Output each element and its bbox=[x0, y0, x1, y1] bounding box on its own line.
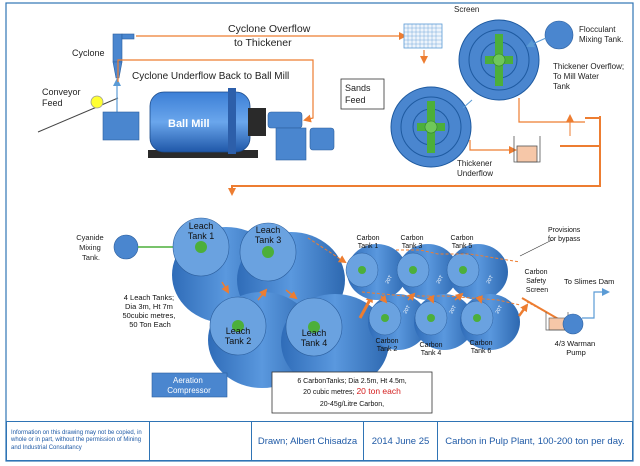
svg-text:20T: 20T bbox=[403, 305, 413, 315]
svg-text:20T: 20T bbox=[486, 275, 496, 285]
svg-text:CarbonTank 3: CarbonTank 3 bbox=[401, 235, 424, 250]
flocculant-mixing-tank bbox=[544, 20, 574, 50]
carbon-spec-line-3: 20-45g/Litre Carbon, bbox=[320, 401, 384, 408]
cyanide-mixing-tank bbox=[113, 234, 139, 260]
carbon-spec-line-2: 20 cubic metres; 20 ton each bbox=[303, 386, 401, 396]
svg-text:20T: 20T bbox=[449, 305, 459, 315]
pump-discharge-pipe bbox=[582, 288, 610, 319]
screen-grid bbox=[403, 23, 443, 49]
svg-text:20T: 20T bbox=[495, 305, 505, 315]
drawing-frame bbox=[5, 2, 634, 462]
carbon-bypass-line bbox=[396, 249, 521, 263]
screen-label: Screen bbox=[454, 5, 479, 14]
leach-to-carbon-pipe bbox=[358, 294, 374, 319]
carbon-safety-screen bbox=[521, 297, 561, 321]
sands-feed-label-box bbox=[340, 78, 385, 110]
cyanide-tank-label: Cyanide Mixing Tank. bbox=[76, 233, 106, 262]
carbon-spec-line-1: 6 CarbonTanks; Dia 2.5m, Ht 4.5m, bbox=[297, 378, 406, 385]
thickener-overflow-label: Thickener Overflow; To Mill Water Tank bbox=[553, 62, 626, 91]
leach-bypass-pipe bbox=[307, 237, 347, 264]
warman-pump bbox=[562, 313, 584, 335]
warman-pump-label: 4/3 Warman Pump bbox=[555, 339, 598, 357]
sands-feed-label: Sands Feed bbox=[345, 83, 373, 105]
floc-to-thickener-pipe bbox=[526, 37, 547, 48]
drawing-title: Carbon in Pulp Plant, 100-200 ton per da… bbox=[445, 435, 625, 447]
sump-box bbox=[275, 127, 307, 161]
carbon-flow-1-2 bbox=[379, 294, 388, 304]
carbon-safety-screen-label: Carbon Safety Screen bbox=[525, 269, 550, 294]
provisions-pointer bbox=[519, 239, 553, 257]
aeration-compressor bbox=[151, 372, 228, 398]
cyclone-label: Cyclone bbox=[72, 48, 105, 58]
thickener-link-pipe bbox=[462, 99, 473, 109]
thickener-underflow-label: Thickener Underflow bbox=[457, 159, 494, 178]
svg-text:CarbonTank 6: CarbonTank 6 bbox=[470, 340, 493, 355]
svg-text:CarbonTank 4: CarbonTank 4 bbox=[420, 342, 443, 357]
carbon-flow-3-4 bbox=[426, 294, 434, 304]
ball-mill-trunnion bbox=[248, 108, 266, 136]
carbon-flow-5-6 bbox=[475, 295, 483, 304]
cyclone-overflow-label: Cyclone Overflow to Thickener bbox=[228, 23, 313, 49]
mill-feed-box bbox=[102, 111, 140, 141]
mill-motor-cylinder bbox=[267, 111, 303, 129]
ball-mill-base bbox=[148, 150, 258, 158]
svg-text:CarbonTank 2: CarbonTank 2 bbox=[376, 338, 399, 353]
ball-mill-label: Ball Mill bbox=[168, 118, 210, 130]
title-block: Information on this drawing may not be c… bbox=[6, 421, 633, 461]
thickener-overflow-pipe bbox=[518, 98, 585, 123]
slimes-dam-label: To Slimes Dam bbox=[564, 277, 614, 286]
leach-spec-note: 4 Leach Tanks; Dia 3m, Ht 7m 50cubic met… bbox=[122, 293, 177, 329]
svg-text:20T: 20T bbox=[436, 275, 446, 285]
cyclone-inlet bbox=[121, 33, 135, 40]
provisions-for-bypass-label: Provisions for bypass bbox=[548, 227, 582, 243]
conveyor-belt bbox=[37, 97, 119, 133]
drawing-date: 2014 June 25 bbox=[364, 422, 438, 460]
conveyor-feed-marker bbox=[90, 95, 104, 109]
drawn-by: Drawn; Albert Chisadza bbox=[252, 422, 364, 460]
svg-text:CarbonTank 1: CarbonTank 1 bbox=[357, 235, 380, 250]
flocculant-label: Flocculant Mixing Tank. bbox=[579, 25, 623, 44]
copyright-notice: Information on this drawing may not be c… bbox=[7, 422, 150, 460]
title-block-blank-cell bbox=[150, 422, 252, 460]
sump-pump bbox=[309, 127, 335, 151]
cyclone-body bbox=[112, 33, 123, 63]
svg-text:20T: 20T bbox=[385, 275, 395, 285]
conveyor-feed-label: Conveyor Feed bbox=[42, 87, 83, 108]
thickener-upper bbox=[458, 19, 540, 101]
leach-flow-1-2 bbox=[221, 281, 230, 294]
ball-mill-flange bbox=[228, 88, 236, 154]
carbon-to-screen-pipe bbox=[517, 303, 529, 317]
cyclone-underflow-pipe bbox=[117, 59, 314, 123]
leach-flow-2-3 bbox=[257, 288, 268, 301]
thickener-underflow-pipe bbox=[469, 140, 517, 154]
carbon-spec-box bbox=[271, 371, 433, 414]
underflow-sump-tank bbox=[513, 136, 541, 163]
svg-text:CarbonTank 5: CarbonTank 5 bbox=[451, 235, 474, 250]
carbon-flow-2-3 bbox=[406, 292, 416, 302]
cyclone-underflow-label: Cyclone Underflow Back to Ball Mill bbox=[132, 71, 289, 82]
thickener-lower bbox=[390, 86, 472, 168]
aeration-compressor-label: Aeration Compressor bbox=[167, 376, 211, 395]
underflow-main-pipe bbox=[228, 116, 601, 196]
leach-flow-3-4 bbox=[285, 289, 298, 300]
